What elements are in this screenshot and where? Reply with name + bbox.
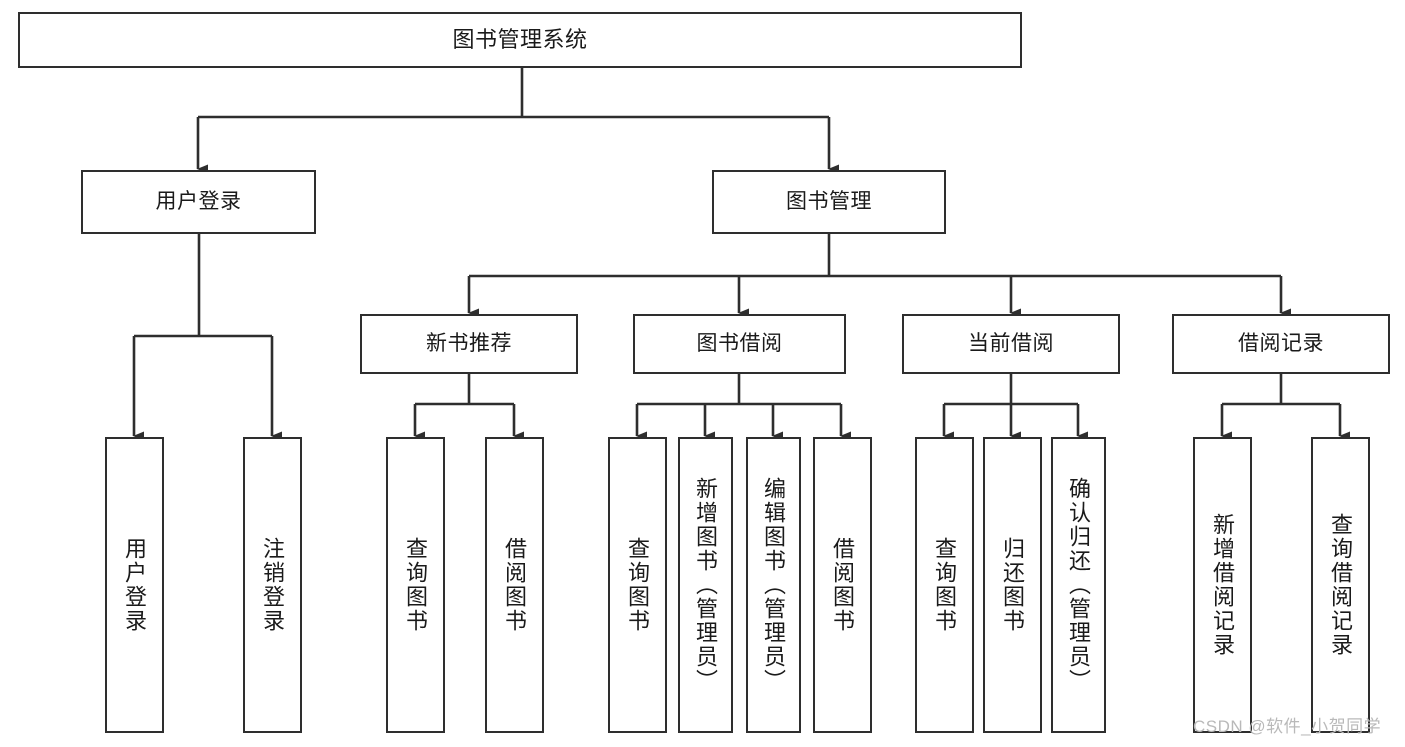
node-label: 借阅图书 (502, 537, 528, 633)
node-label: 图书借阅 (696, 331, 783, 355)
node-leaf-bb-borrow[interactable]: 借阅图书 (813, 437, 872, 733)
node-book-mgmt[interactable]: 图书管理 (712, 170, 946, 234)
node-leaf-rec-borrow[interactable]: 借阅图书 (485, 437, 544, 733)
node-label: 归还图书 (1000, 537, 1026, 633)
node-leaf-br-add[interactable]: 新增借阅记录 (1193, 437, 1252, 733)
node-label: 新增借阅记录 (1210, 513, 1236, 657)
node-label: 新增图书（管理员） (693, 477, 719, 693)
node-book-borrow[interactable]: 图书借阅 (633, 314, 846, 374)
watermark-label: CSDN @软件_小贺同学 (1193, 717, 1382, 736)
node-leaf-cb-query[interactable]: 查询图书 (915, 437, 974, 733)
node-label: 用户登录 (155, 189, 242, 213)
node-label: 借阅图书 (830, 537, 856, 633)
node-label: 确认归还（管理员） (1066, 477, 1092, 693)
node-label: 借阅记录 (1238, 331, 1324, 355)
node-label: 当前借阅 (968, 331, 1054, 355)
node-root[interactable]: 图书管理系统 (18, 12, 1022, 68)
node-label: 查询图书 (403, 537, 429, 633)
node-leaf-br-query[interactable]: 查询借阅记录 (1311, 437, 1370, 733)
node-user-login[interactable]: 用户登录 (81, 170, 316, 234)
node-leaf-user-login[interactable]: 用户登录 (105, 437, 164, 733)
node-label: 查询借阅记录 (1328, 513, 1354, 657)
node-leaf-rec-query[interactable]: 查询图书 (386, 437, 445, 733)
connector-lines (132, 68, 1350, 441)
node-leaf-bb-add[interactable]: 新增图书（管理员） (678, 437, 733, 733)
node-new-book-rec[interactable]: 新书推荐 (360, 314, 578, 374)
node-label: 查询图书 (932, 537, 958, 633)
node-leaf-cb-return[interactable]: 归还图书 (983, 437, 1042, 733)
node-label: 图书管理 (786, 189, 872, 213)
node-label: 注销登录 (260, 537, 286, 633)
node-leaf-logout[interactable]: 注销登录 (243, 437, 302, 733)
node-label: 图书管理系统 (452, 27, 588, 53)
node-label: 新书推荐 (426, 331, 512, 355)
node-leaf-bb-edit[interactable]: 编辑图书（管理员） (746, 437, 801, 733)
node-leaf-cb-confirm[interactable]: 确认归还（管理员） (1051, 437, 1106, 733)
node-label: 用户登录 (122, 537, 148, 633)
node-leaf-bb-query[interactable]: 查询图书 (608, 437, 667, 733)
node-borrow-record[interactable]: 借阅记录 (1172, 314, 1390, 374)
node-label: 查询图书 (625, 537, 651, 633)
node-current-borrow[interactable]: 当前借阅 (902, 314, 1120, 374)
node-label: 编辑图书（管理员） (761, 477, 787, 693)
